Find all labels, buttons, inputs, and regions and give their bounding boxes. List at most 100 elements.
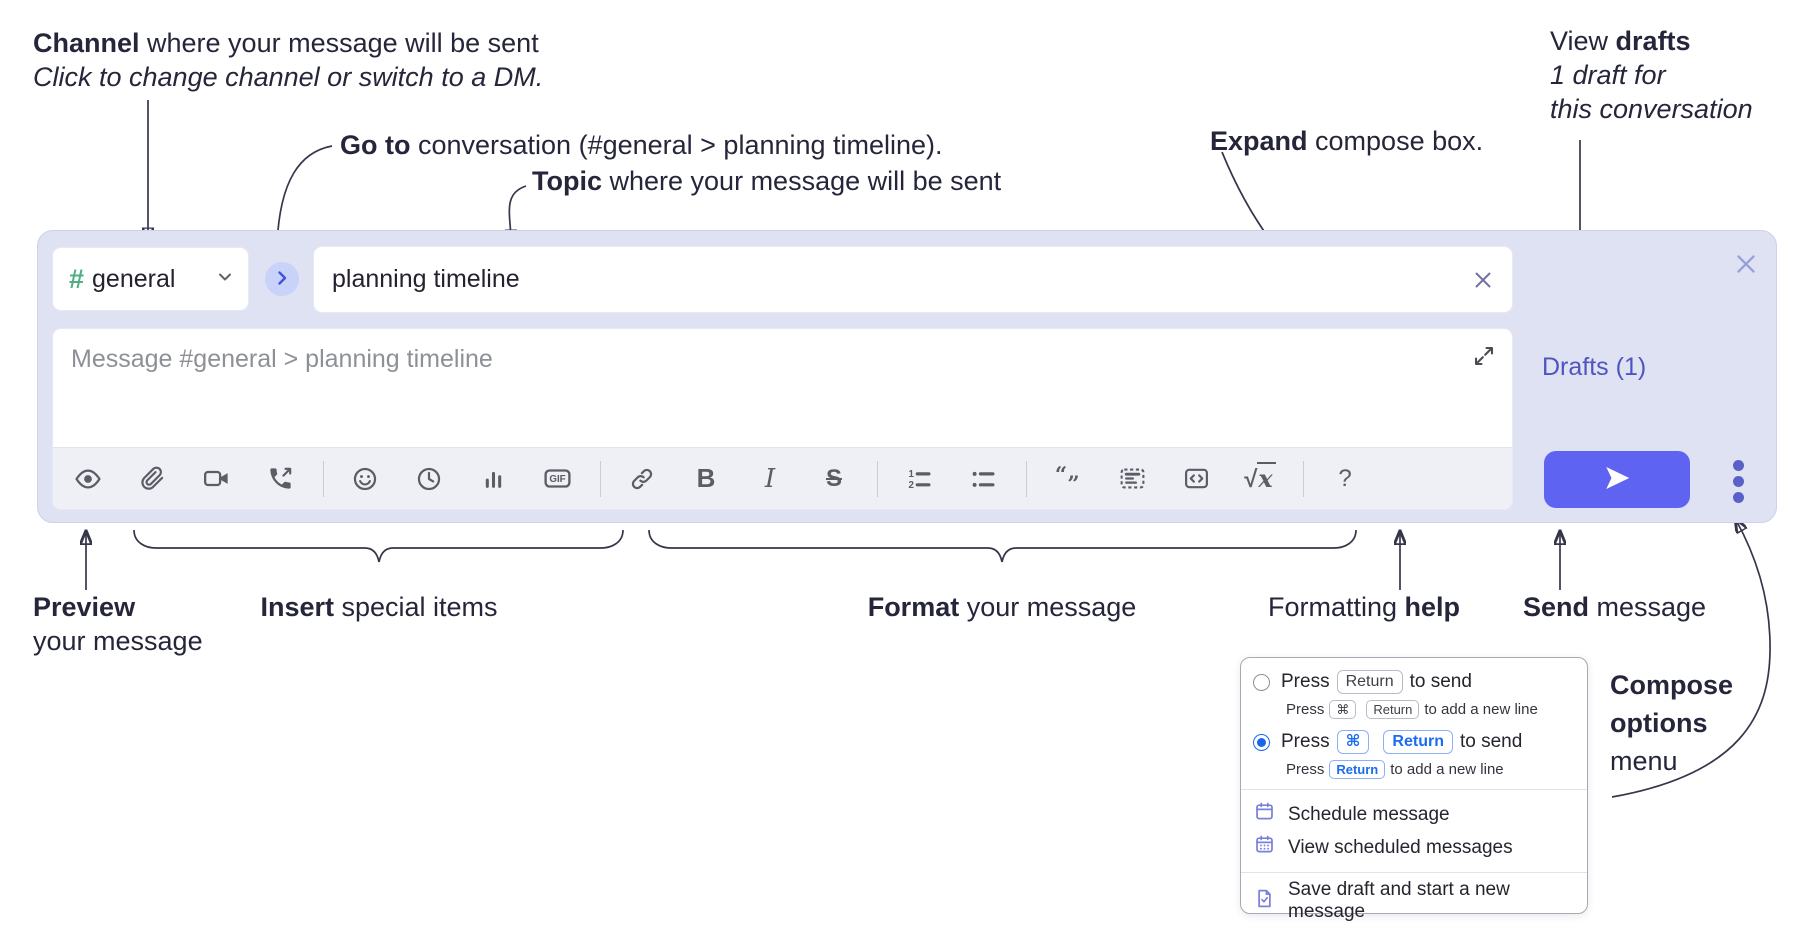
annotation-goto: Go to conversation (#general > planning … bbox=[340, 130, 943, 160]
paper-plane-icon bbox=[1602, 463, 1632, 496]
gif-button[interactable]: GIF bbox=[534, 456, 580, 502]
blockquote-icon: “” bbox=[1053, 464, 1083, 494]
expand-icon bbox=[1472, 344, 1496, 371]
brace-insert bbox=[133, 529, 624, 563]
menu-item-view-scheduled[interactable]: View scheduled messages bbox=[1241, 831, 1587, 864]
radio-checked-icon[interactable] bbox=[1253, 733, 1270, 751]
topic-input[interactable] bbox=[313, 246, 1513, 313]
key-cmd: ⌘ bbox=[1336, 730, 1370, 754]
menu-divider bbox=[1241, 872, 1587, 873]
channel-selector[interactable]: # general bbox=[52, 247, 249, 311]
svg-text:”: ” bbox=[1067, 471, 1079, 493]
code-block-icon bbox=[1118, 464, 1147, 493]
recent-button[interactable] bbox=[406, 456, 452, 502]
message-box: GIF B I S 12 “” √x ? bbox=[52, 328, 1513, 510]
gif-icon: GIF bbox=[542, 463, 573, 494]
annotation-formatting-help: Formatting help bbox=[1268, 592, 1461, 622]
toolbar-divider bbox=[1303, 460, 1304, 497]
eye-icon bbox=[74, 465, 102, 493]
emoji-icon bbox=[351, 465, 379, 493]
close-compose-button[interactable] bbox=[1730, 249, 1762, 281]
draft-check-icon bbox=[1253, 887, 1288, 916]
svg-text:1: 1 bbox=[909, 469, 915, 480]
kebab-dot bbox=[1732, 459, 1744, 471]
code-block-button[interactable] bbox=[1109, 456, 1155, 502]
compose-options-button[interactable] bbox=[1714, 456, 1762, 506]
svg-text:2: 2 bbox=[909, 480, 915, 491]
annotation-view-drafts: View drafts 1 draft for this conversatio… bbox=[1550, 26, 1753, 124]
calendar-icon bbox=[1253, 800, 1288, 829]
link-button[interactable] bbox=[619, 456, 665, 502]
topic-field-wrap bbox=[313, 246, 1513, 313]
send-button[interactable] bbox=[1544, 451, 1690, 508]
bulleted-list-icon bbox=[969, 465, 997, 493]
video-camera-icon bbox=[202, 464, 231, 493]
bold-button[interactable]: B bbox=[683, 456, 729, 502]
annotation-channel: Channel where your message will be sent … bbox=[33, 28, 544, 92]
formula-icon: √x bbox=[1244, 461, 1276, 494]
brace-format bbox=[648, 529, 1357, 563]
bar-chart-icon bbox=[480, 465, 507, 492]
video-button[interactable] bbox=[193, 456, 239, 502]
bold-icon: B bbox=[696, 463, 716, 493]
attach-button[interactable] bbox=[129, 456, 175, 502]
radio-unchecked-icon[interactable] bbox=[1253, 673, 1270, 691]
formatting-help-button[interactable]: ? bbox=[1322, 456, 1368, 502]
key-return: Return bbox=[1383, 730, 1453, 754]
annotation-format: Format your message bbox=[867, 592, 1137, 622]
svg-text:GIF: GIF bbox=[549, 474, 565, 485]
bulleted-list-button[interactable] bbox=[960, 456, 1006, 502]
strikethrough-button[interactable]: S bbox=[811, 456, 857, 502]
menu-item-save-draft[interactable]: Save draft and start a new message bbox=[1241, 879, 1587, 922]
calendar-grid-icon bbox=[1253, 833, 1288, 862]
clear-topic-icon[interactable] bbox=[1471, 268, 1495, 297]
channel-hash-icon: # bbox=[69, 263, 85, 294]
key-return: Return bbox=[1329, 759, 1386, 779]
channel-name: general bbox=[92, 264, 176, 293]
compose-box: # general bbox=[37, 230, 1777, 523]
code-icon bbox=[1182, 464, 1211, 493]
goto-conversation-button[interactable] bbox=[265, 262, 299, 296]
annotation-topic: Topic where your message will be sent bbox=[532, 166, 1002, 196]
blockquote-button[interactable]: “” bbox=[1045, 456, 1091, 502]
toolbar-divider bbox=[600, 460, 601, 497]
menu-item-schedule-message[interactable]: Schedule message bbox=[1241, 798, 1587, 831]
poll-button[interactable] bbox=[470, 456, 516, 502]
strikethrough-icon: S bbox=[825, 464, 842, 492]
annotation-send: Send message bbox=[1523, 592, 1707, 622]
italic-icon: I bbox=[764, 463, 776, 494]
annotation-expand: Expand compose box. bbox=[1210, 126, 1484, 156]
italic-button[interactable]: I bbox=[747, 456, 793, 502]
formula-button[interactable]: √x bbox=[1237, 456, 1283, 502]
drafts-link[interactable]: Drafts (1) bbox=[1542, 353, 1647, 381]
toolbar-divider bbox=[1026, 460, 1027, 497]
key-cmd: ⌘ bbox=[1329, 699, 1357, 719]
key-return: Return bbox=[1336, 670, 1403, 694]
call-button[interactable] bbox=[257, 456, 303, 502]
svg-text:“: “ bbox=[1055, 464, 1067, 488]
kebab-dot bbox=[1732, 475, 1744, 487]
kebab-dot bbox=[1732, 491, 1744, 503]
preview-button[interactable] bbox=[65, 456, 111, 502]
close-icon bbox=[1733, 251, 1759, 280]
annotation-insert: Insert special items bbox=[260, 592, 498, 622]
link-icon bbox=[628, 465, 656, 493]
paperclip-icon bbox=[139, 465, 166, 492]
annotation-compose-options: Compose options menu bbox=[1610, 670, 1734, 776]
emoji-button[interactable] bbox=[342, 456, 388, 502]
annotation-preview: Preview your message bbox=[33, 592, 203, 656]
question-mark-icon: ? bbox=[1338, 464, 1352, 492]
message-input[interactable] bbox=[53, 329, 1512, 447]
phone-call-icon bbox=[267, 465, 294, 492]
code-button[interactable] bbox=[1173, 456, 1219, 502]
expand-compose-button[interactable] bbox=[1468, 341, 1500, 373]
